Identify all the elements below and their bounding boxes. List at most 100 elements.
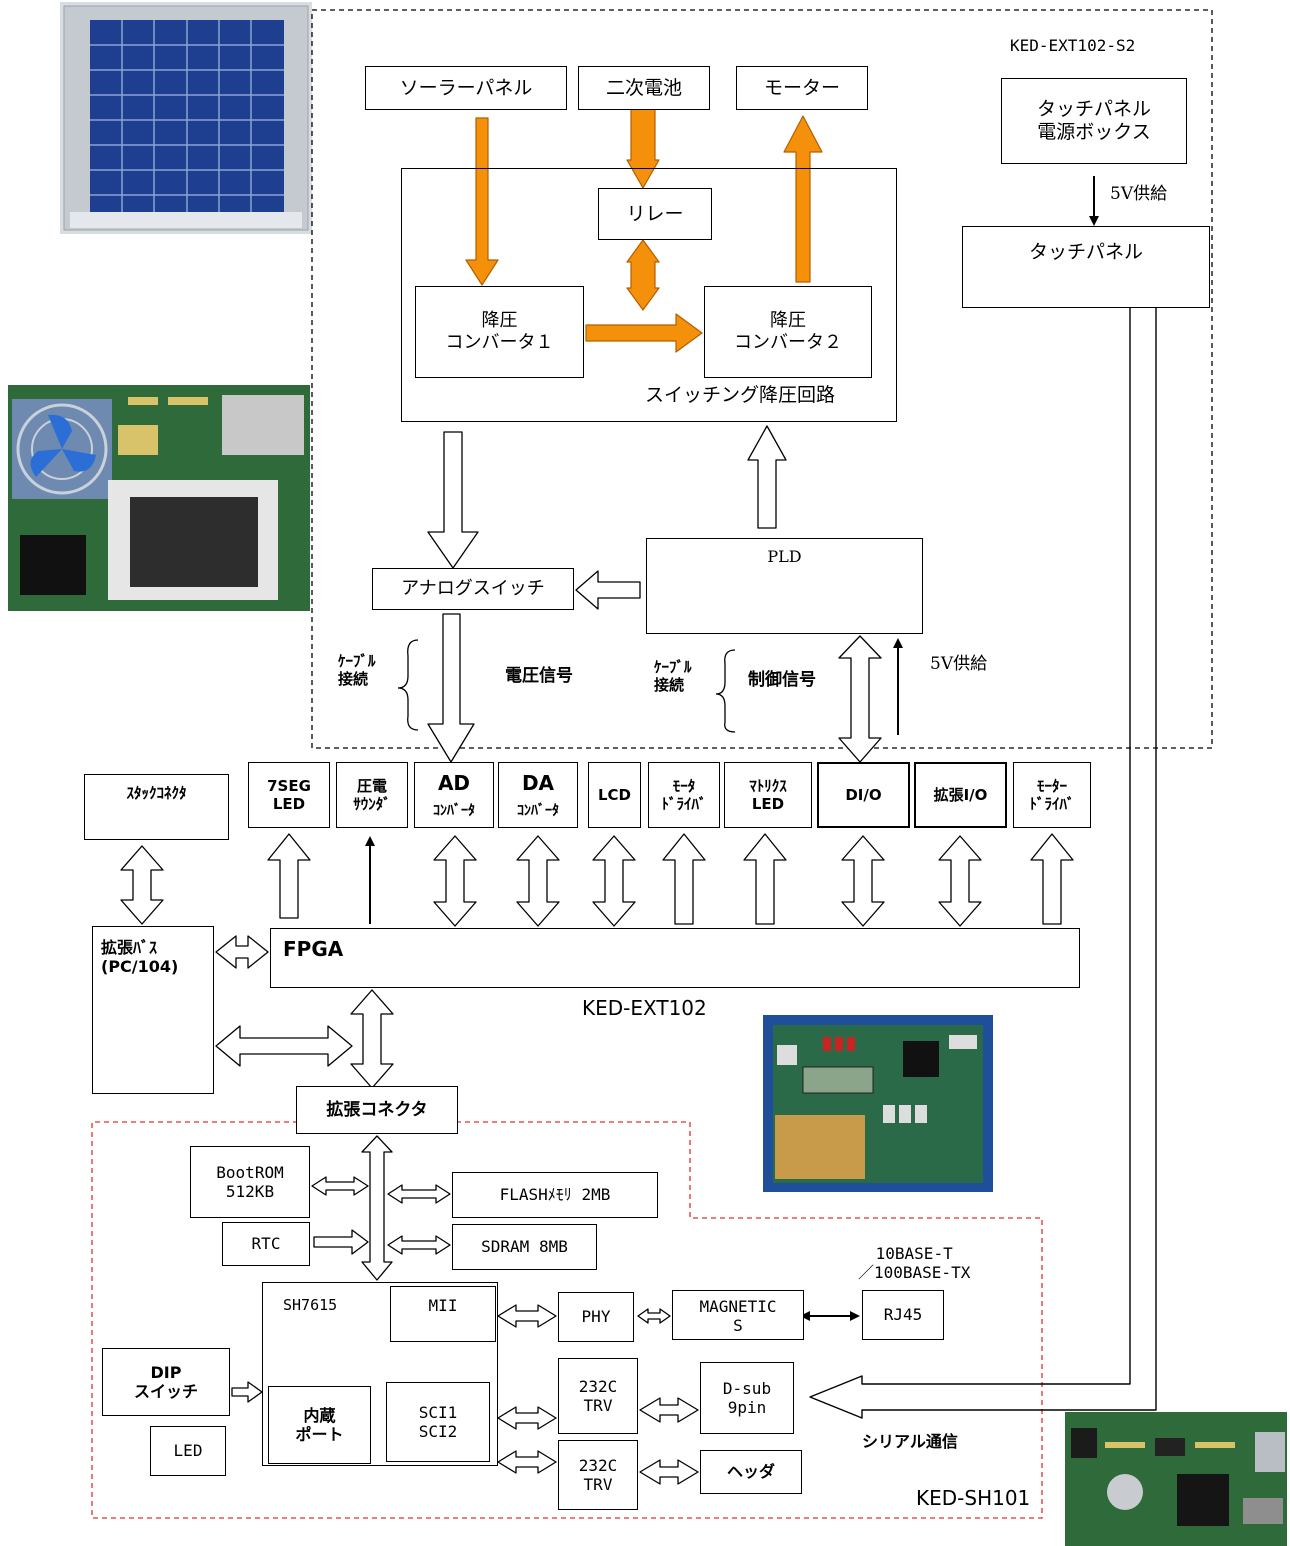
bootrom-box: BootROM 512KB <box>190 1146 310 1218</box>
ked-ext102-s2-region <box>311 9 1213 749</box>
relay-label: リレー <box>626 202 684 225</box>
supply-5v-top-label: 5V供給 <box>1110 184 1168 204</box>
dio-label: DI/O <box>845 786 882 804</box>
touch-panel-power-label: タッチパネル 電源ボックス <box>1036 98 1151 143</box>
da-label: DA <box>521 771 555 795</box>
pcb-with-fan-photo <box>8 385 310 611</box>
motor-label: モーター <box>763 76 840 99</box>
dip-switch-label: DIP スイッチ <box>133 1362 198 1401</box>
expansion-connector-box: 拡張コネクタ <box>296 1086 458 1134</box>
solar-panel-photo <box>60 2 312 234</box>
ad-label: AD <box>437 771 471 795</box>
stack-connector-label: ｽﾀｯｸｺﾈｸﾀ <box>126 784 187 802</box>
solar-panel-label: ソーラーパネル <box>399 76 533 99</box>
bootrom-label: BootROM 512KB <box>216 1162 284 1201</box>
header-box: ヘッダ <box>700 1450 802 1494</box>
serial-comm-label: シリアル通信 <box>862 1432 958 1451</box>
magnetics-label: MAGNETIC S <box>699 1297 777 1336</box>
rj45-label: RJ45 <box>883 1305 923 1325</box>
buck-converter-2-box: 降圧 コンバータ２ <box>704 286 872 378</box>
cable-right-label: ｹｰﾌﾞﾙ 接続 <box>654 658 692 694</box>
sci-box: SCI1 SCI2 <box>386 1382 490 1462</box>
flash-memory-label: FLASHﾒﾓﾘ 2MB <box>499 1185 611 1205</box>
sh7615-label: SH7615 <box>283 1296 338 1314</box>
trv2-box: 232C TRV <box>558 1440 638 1510</box>
expansion-connector-label: 拡張コネクタ <box>326 1099 428 1120</box>
led-box: LED <box>150 1426 226 1476</box>
switching-buck-circuit <box>401 168 897 422</box>
mii-label: MII <box>428 1296 458 1316</box>
motor-driver-small-box: ﾓｰﾀ ﾄﾞﾗｲﾊﾞ <box>648 762 720 828</box>
ked-ext102-board-photo <box>763 1015 993 1192</box>
led-label: LED <box>173 1441 203 1461</box>
matrix-led-label: ﾏﾄﾘｸｽ LED <box>749 777 787 813</box>
dio-box: DI/O <box>817 762 910 828</box>
solar-panel-box: ソーラーパネル <box>365 66 567 110</box>
switching-circuit-label: スイッチング降圧回路 <box>645 384 836 406</box>
control-signal-label: 制御信号 <box>748 670 816 690</box>
trv1-box: 232C TRV <box>558 1358 638 1434</box>
supply-5v-mid-label: 5V供給 <box>930 654 988 674</box>
ked-sh101-board-photo <box>1065 1412 1287 1546</box>
relay-buck2-arrow <box>626 239 660 311</box>
da-converter-box: DA ｺﾝﾊﾞｰﾀ <box>498 762 578 828</box>
internal-port-box: 内蔵 ポート <box>268 1386 371 1464</box>
ked-sh101-region <box>91 1121 1043 1519</box>
touch-panel-label: タッチパネル <box>1028 240 1143 263</box>
pld-label: PLD <box>767 547 802 567</box>
ked-sh101-label: KED-SH101 <box>916 1486 1031 1510</box>
rtc-label: RTC <box>251 1234 281 1254</box>
touch-panel-box: タッチパネル <box>962 226 1210 308</box>
sdram-label: SDRAM 8MB <box>481 1237 568 1257</box>
buzzer-box: 圧電 ｻｳﾝﾀﾞ <box>336 762 408 828</box>
cable-left-label: ｹｰﾌﾞﾙ 接続 <box>338 652 376 688</box>
motor-driver-label: ﾓｰﾀｰ ﾄﾞﾗｲﾊﾞ <box>1029 777 1075 813</box>
buck-converter-1-label: 降圧 コンバータ１ <box>445 310 554 353</box>
relay-box: リレー <box>598 188 712 240</box>
sci-label: SCI1 SCI2 <box>418 1402 458 1441</box>
phy-box: PHY <box>558 1292 634 1342</box>
lcd-label: LCD <box>597 786 632 804</box>
solar-to-buck1-arrow <box>465 117 499 286</box>
fpga-label: FPGA <box>283 937 344 961</box>
internal-port-label: 内蔵 ポート <box>295 1405 344 1444</box>
fpga-box: FPGA <box>270 928 1080 988</box>
motor-driver-box: ﾓｰﾀｰ ﾄﾞﾗｲﾊﾞ <box>1013 762 1091 828</box>
lcd-box: LCD <box>588 762 641 828</box>
touch-panel-power-box: タッチパネル 電源ボックス <box>1001 78 1187 164</box>
ked-ext102-label: KED-EXT102 <box>582 996 707 1020</box>
ked-ext102-s2-label: KED-EXT102-S2 <box>1010 36 1136 55</box>
motor-driver-small-label: ﾓｰﾀ ﾄﾞﾗｲﾊﾞ <box>661 777 707 813</box>
voltage-signal-label: 電圧信号 <box>505 666 573 686</box>
matrix-led-box: ﾏﾄﾘｸｽ LED <box>724 762 812 828</box>
magnetics-box: MAGNETIC S <box>672 1290 804 1340</box>
buzzer-label: 圧電 ｻｳﾝﾀﾞ <box>353 777 391 813</box>
ext-io-box: 拡張I/O <box>914 762 1007 828</box>
dsub-box: D-sub 9pin <box>700 1362 794 1434</box>
flash-memory-box: FLASHﾒﾓﾘ 2MB <box>452 1172 658 1218</box>
dsub-label: D-sub 9pin <box>722 1378 772 1417</box>
stack-connector-box: ｽﾀｯｸｺﾈｸﾀ <box>84 774 229 840</box>
analog-switch-label: アナログスイッチ <box>401 578 545 600</box>
header-label: ヘッダ <box>726 1462 775 1482</box>
buck2-to-motor-arrow <box>783 115 823 283</box>
analog-switch-box: アナログスイッチ <box>372 568 574 610</box>
buck1-to-buck2-arrow <box>585 313 703 353</box>
expansion-bus-box: 拡張ﾊﾞｽ (PC/104) <box>92 926 214 1094</box>
trv1-label: 232C TRV <box>578 1376 618 1415</box>
expansion-bus-label: 拡張ﾊﾞｽ (PC/104) <box>101 937 179 976</box>
ext-io-label: 拡張I/O <box>933 786 988 804</box>
7seg-led-label: 7SEG LED <box>267 777 311 813</box>
ad-converter-label: ｺﾝﾊﾞｰﾀ <box>433 802 475 819</box>
pld-box: PLD <box>646 538 923 634</box>
battery-box: 二次電池 <box>578 66 710 110</box>
phy-label: PHY <box>581 1307 611 1327</box>
trv2-label: 232C TRV <box>578 1455 618 1494</box>
da-converter-label: ｺﾝﾊﾞｰﾀ <box>517 802 559 819</box>
buck-converter-2-label: 降圧 コンバータ２ <box>734 310 842 353</box>
dip-switch-box: DIP スイッチ <box>102 1348 230 1416</box>
sdram-box: SDRAM 8MB <box>452 1224 597 1270</box>
mii-box: MII <box>390 1286 496 1342</box>
